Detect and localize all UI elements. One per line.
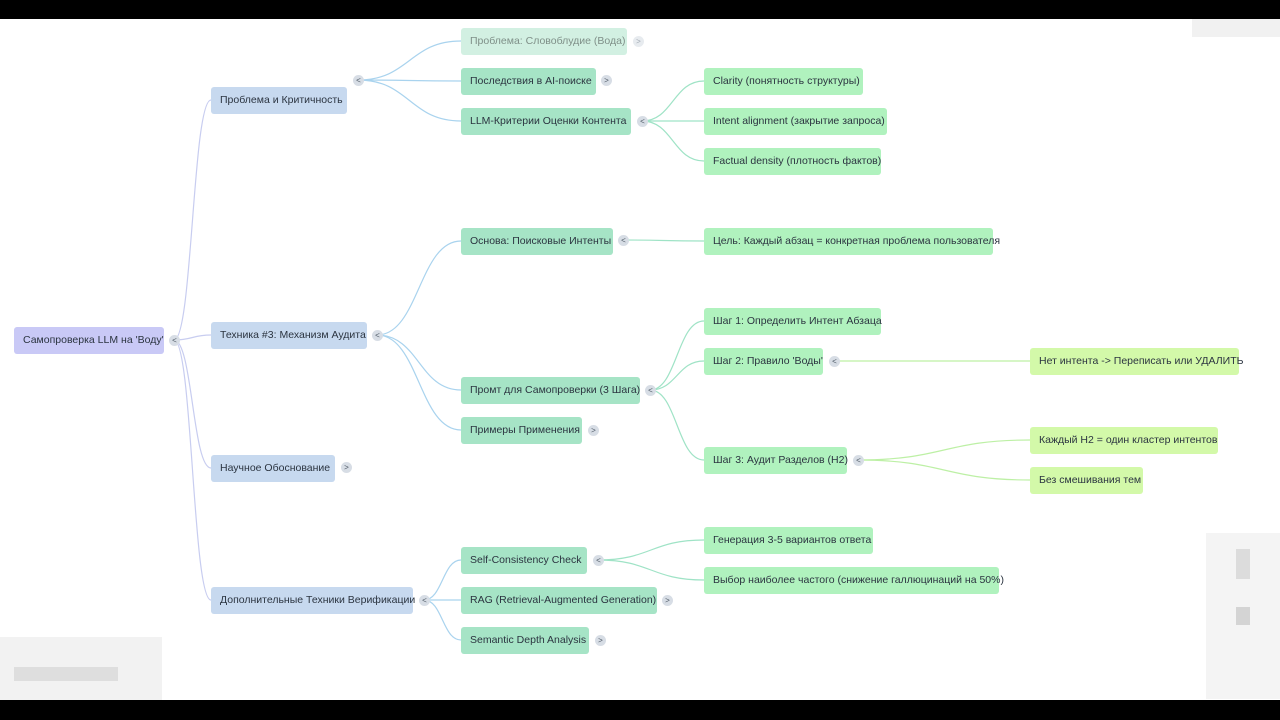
expand-toggle-verbosity-problem[interactable]: > xyxy=(633,36,644,47)
collapse-toggle-llm-criteria[interactable]: < xyxy=(637,116,648,127)
node-search-intents-basis[interactable]: Основа: Поисковые Интенты xyxy=(461,228,613,255)
node-ai-search-consequences[interactable]: Последствия в AI-поиске xyxy=(461,68,596,95)
node-no-intent-rewrite[interactable]: Нет интента -> Переписать или УДАЛИТЬ xyxy=(1030,348,1244,375)
expand-toggle-scientific-basis[interactable]: > xyxy=(341,462,352,473)
node-root[interactable]: Самопроверка LLM на 'Воду' xyxy=(14,327,164,354)
collapse-toggle-self-check-prompt[interactable]: < xyxy=(645,385,656,396)
connector-edge-17 xyxy=(649,320,705,391)
expand-toggle-rag[interactable]: > xyxy=(662,595,673,606)
connector-edge-19 xyxy=(649,389,705,461)
node-paragraph-goal[interactable]: Цель: Каждый абзац = конкретная проблема… xyxy=(704,228,1000,255)
node-usage-examples[interactable]: Примеры Применения xyxy=(461,417,582,444)
node-problem-criticality[interactable]: Проблема и Критичность xyxy=(211,87,347,114)
node-scientific-basis[interactable]: Научное Обоснование xyxy=(211,455,335,482)
expand-toggle-semantic-depth[interactable]: > xyxy=(595,635,606,646)
connector-edge-10 xyxy=(423,559,462,601)
node-step-3[interactable]: Шаг 3: Аудит Разделов (H2) xyxy=(704,447,848,474)
node-llm-criteria[interactable]: LLM-Критерии Оценки Контента xyxy=(461,108,631,135)
connector-edge-6 xyxy=(357,79,462,122)
collapse-toggle-step-3[interactable]: < xyxy=(853,455,864,466)
connector-edge-23 xyxy=(857,439,1031,461)
node-audit-mechanism[interactable]: Техника #3: Механизм Аудита xyxy=(211,322,367,349)
connector-edge-5 xyxy=(357,79,462,82)
node-step-1[interactable]: Шаг 1: Определить Интент Абзаца xyxy=(704,308,882,335)
node-no-topic-mixing[interactable]: Без смешивания тем xyxy=(1030,467,1143,494)
connector-edge-9 xyxy=(376,334,462,431)
node-choose-frequent[interactable]: Выбор наиболее частого (снижение галлюци… xyxy=(704,567,1004,594)
collapse-toggle-additional-techniques[interactable]: < xyxy=(419,595,430,606)
node-h2-one-cluster[interactable]: Каждый H2 = один кластер интентов xyxy=(1030,427,1218,454)
connector-edge-21 xyxy=(597,559,705,581)
pixelated-overlay-bottom-left-detail xyxy=(14,667,118,681)
collapse-toggle-audit-mechanism[interactable]: < xyxy=(372,330,383,341)
connector-edge-4 xyxy=(357,40,462,81)
connector-edge-20 xyxy=(597,539,705,561)
node-step-2[interactable]: Шаг 2: Правило 'Воды' xyxy=(704,348,823,375)
node-additional-techniques[interactable]: Дополнительные Техники Верификации xyxy=(211,587,415,614)
node-factual-density[interactable]: Factual density (плотность фактов) xyxy=(704,148,881,175)
connector-edge-13 xyxy=(641,80,705,122)
mindmap-canvas: Самопроверка LLM на 'Воду' < Проблема и … xyxy=(0,19,1280,700)
connector-edge-12 xyxy=(423,599,462,641)
collapse-toggle-step-2[interactable]: < xyxy=(829,356,840,367)
node-verbosity-problem[interactable]: Проблема: Словоблудие (Вода) xyxy=(461,28,627,55)
node-intent-alignment[interactable]: Intent alignment (закрытие запроса) xyxy=(704,108,887,135)
expand-toggle-ai-search-consequences[interactable]: > xyxy=(601,75,612,86)
collapse-toggle-problem-criticality[interactable]: < xyxy=(353,75,364,86)
connector-edge-2 xyxy=(173,339,212,469)
pixelated-overlay-top-right xyxy=(1192,19,1280,37)
node-generate-variants[interactable]: Генерация 3-5 вариантов ответа xyxy=(704,527,873,554)
collapse-toggle-search-intents-basis[interactable]: < xyxy=(618,235,629,246)
connector-edge-0 xyxy=(173,99,212,341)
pixelated-overlay-right-detail-2 xyxy=(1236,607,1250,625)
connector-edge-3 xyxy=(173,339,212,601)
node-semantic-depth[interactable]: Semantic Depth Analysis xyxy=(461,627,589,654)
pixelated-overlay-right-detail xyxy=(1236,549,1250,579)
node-rag[interactable]: RAG (Retrieval-Augmented Generation) xyxy=(461,587,657,614)
connector-edge-18 xyxy=(649,360,705,391)
collapse-toggle-root[interactable]: < xyxy=(169,335,180,346)
connector-edge-24 xyxy=(857,459,1031,481)
connector-edge-16 xyxy=(622,239,705,242)
expand-toggle-usage-examples[interactable]: > xyxy=(588,425,599,436)
node-self-check-prompt[interactable]: Промт для Самопроверки (3 Шага) xyxy=(461,377,640,404)
node-self-consistency[interactable]: Self-Consistency Check xyxy=(461,547,587,574)
collapse-toggle-self-consistency[interactable]: < xyxy=(593,555,604,566)
connector-edge-15 xyxy=(641,120,705,162)
connector-edge-8 xyxy=(376,334,462,391)
connector-edge-7 xyxy=(376,240,462,336)
node-clarity[interactable]: Clarity (понятность структуры) xyxy=(704,68,863,95)
